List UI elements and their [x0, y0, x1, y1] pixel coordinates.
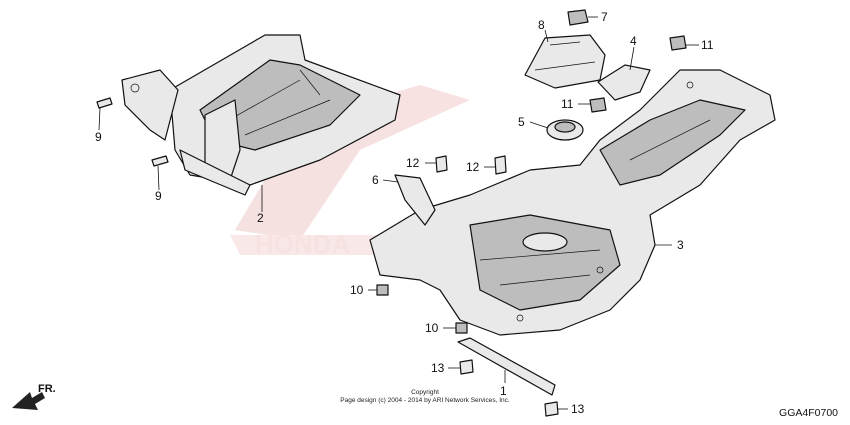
part-7-cap: [567, 9, 589, 26]
part-9-side-flap: [121, 69, 179, 141]
honda-watermark-text: HONDA: [255, 229, 351, 259]
copyright-line-2: Page design (c) 2004 - 2014 by ARI Netwo…: [340, 397, 510, 404]
part-8-cover: [524, 34, 606, 89]
callout-4: 4: [630, 34, 637, 48]
part-10-clip-lower: [455, 322, 468, 334]
bolt-12-right: [494, 155, 507, 175]
callout-12-left: 12: [406, 156, 420, 170]
part-5-grommet: [546, 119, 584, 141]
callout-10-lower: 10: [425, 321, 439, 335]
bolt-11-lower: [589, 97, 607, 113]
part-1-stay-bar: [457, 337, 556, 396]
callout-11-upper: 11: [701, 38, 714, 52]
part-3-floor-cover: [369, 69, 776, 336]
callout-7: 7: [601, 10, 608, 24]
callout-9-lower: 9: [155, 189, 162, 203]
front-direction-label: FR.: [38, 383, 56, 395]
callout-3: 3: [677, 238, 684, 252]
callout-labels: 1 2 3 4 5 6 7 8 9 9 10 10 11 11 12 12 13…: [95, 10, 714, 416]
callout-13-upper: 13: [431, 361, 445, 375]
bolt-12-left: [435, 155, 448, 173]
callout-2: 2: [257, 211, 264, 225]
copyright-notice: Copyright Page design (c) 2004 - 2014 by…: [300, 389, 550, 405]
callout-13-lower: 13: [571, 402, 585, 416]
bolt-13-lower: [544, 401, 559, 417]
callout-1: 1: [500, 384, 507, 398]
part-6-bracket: [394, 174, 436, 226]
bolt-9-lower: [151, 155, 169, 167]
bolts: [96, 35, 687, 417]
part-10-clip-upper: [376, 284, 389, 296]
callout-8: 8: [538, 18, 545, 32]
bolt-9-upper: [96, 97, 113, 109]
callout-11-lower: 11: [561, 97, 574, 111]
bolt-13-upper: [459, 359, 474, 375]
diagram-code: GGA4F0700: [779, 407, 838, 419]
part-4-bracket: [597, 64, 651, 101]
leader-lines: [98, 16, 699, 410]
bolt-11-upper: [669, 35, 687, 51]
callout-6: 6: [372, 173, 379, 187]
callout-9-upper: 9: [95, 130, 102, 144]
callout-12-right: 12: [466, 160, 480, 174]
front-direction-arrow: FR.: [12, 383, 56, 410]
callout-5: 5: [518, 115, 525, 129]
part-2-inner-box: [169, 34, 401, 196]
copyright-line-1: Copyright: [411, 389, 439, 396]
callout-10-upper: 10: [350, 283, 364, 297]
